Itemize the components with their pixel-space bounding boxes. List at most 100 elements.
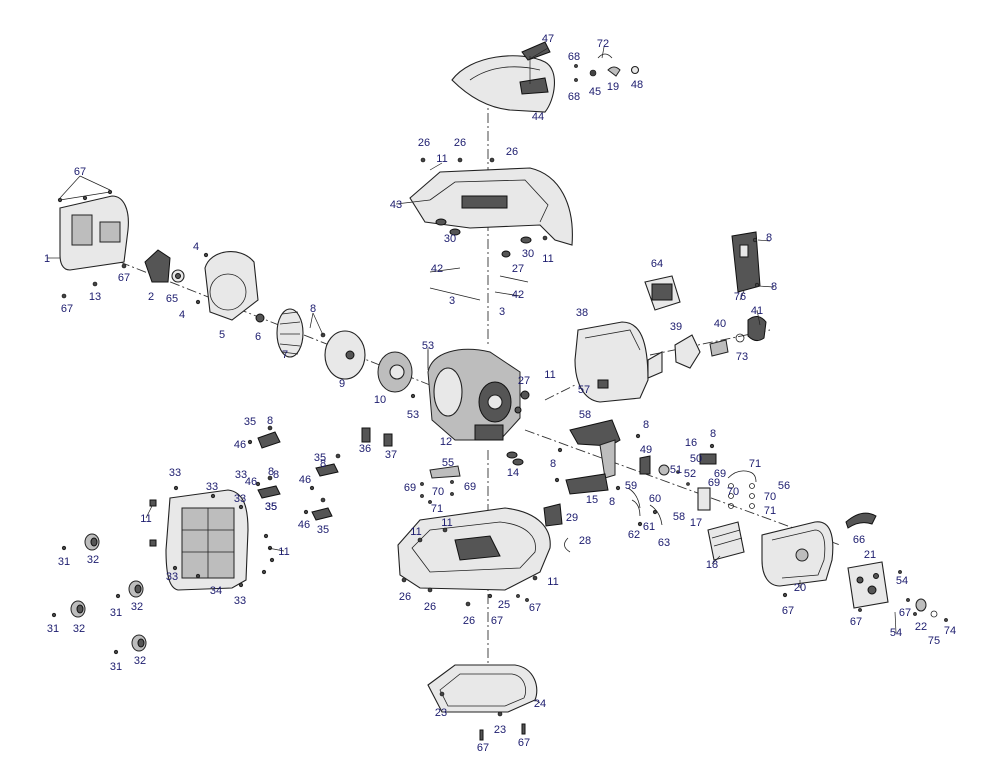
part-number-callout: 53 — [407, 409, 419, 421]
part-number-callout: 23 — [494, 724, 506, 736]
part-number-callout: 71 — [764, 505, 776, 517]
part-number-callout: 31 — [47, 623, 59, 635]
leader-line — [395, 199, 431, 205]
leader-line — [145, 505, 153, 519]
part-number-callout: 11 — [544, 369, 555, 381]
part-number-callout: 37 — [385, 449, 397, 461]
part-number-callout: 8 — [771, 281, 777, 293]
part-number-callout: 18 — [706, 559, 718, 571]
part-number-callout: 32 — [87, 554, 99, 566]
engine-group — [410, 348, 530, 466]
part-number-callout: 6 — [255, 331, 261, 343]
part-number-callout: 33 — [206, 481, 218, 493]
part-number-callout: 12 — [440, 436, 452, 448]
carburetor-group — [543, 419, 757, 561]
part-number-callout: 56 — [778, 480, 790, 492]
part-number-callout: 67 — [518, 737, 530, 749]
part-number-callout: 4 — [179, 309, 185, 321]
leader-line — [711, 555, 721, 565]
part-number-callout: 32 — [73, 623, 85, 635]
part-number-callout: 75 — [928, 635, 940, 647]
bottom-tray — [427, 664, 538, 713]
part-number-callout: 72 — [597, 38, 609, 50]
inverter — [707, 521, 745, 561]
part-number-callout: 34 — [210, 585, 222, 597]
part-number-callout: 53 — [422, 340, 434, 352]
part-number-callout: 8 — [609, 496, 615, 508]
part-number-callout: 29 — [566, 512, 578, 524]
part-number-callout: 21 — [864, 549, 876, 561]
air-filter — [709, 339, 729, 357]
part-number-callout: 67 — [899, 607, 911, 619]
assembly-axis-lines — [119, 95, 841, 690]
part-number-callout: 35 — [314, 452, 326, 464]
part-number-callout: 11 — [547, 576, 558, 588]
recoil-starter — [144, 249, 171, 283]
top-cover-group — [451, 41, 640, 113]
part-number-callout: 68 — [568, 51, 580, 63]
part-number-callout: 31 — [58, 556, 70, 568]
leader-line — [429, 162, 443, 171]
part-number-callout: 26 — [506, 146, 518, 158]
part-number-callout: 15 — [586, 494, 598, 506]
leader-line — [756, 309, 761, 326]
part-number-callout: 3 — [499, 306, 505, 318]
part-number-callout: 50 — [690, 453, 702, 465]
part-number-callout: 67 — [529, 602, 541, 614]
part-number-callout: 76 — [734, 291, 746, 303]
bracket-parts-group — [247, 425, 461, 521]
part-number-callout: 4 — [193, 241, 199, 253]
fuel-tank-group — [574, 231, 767, 403]
part-number-callout: 33 — [234, 493, 246, 505]
part-number-callout: 11 — [140, 513, 151, 525]
part-number-callout: 69 — [708, 477, 720, 489]
part-number-callout: 26 — [418, 137, 430, 149]
part-number-callout: 35 — [317, 524, 329, 536]
part-number-callout: 58 — [579, 409, 591, 421]
part-number-callout: 26 — [399, 591, 411, 603]
part-number-callout: 61 — [643, 521, 655, 533]
left-side-group — [57, 189, 413, 393]
fuel-tank — [574, 321, 649, 403]
part-number-callout: 11 — [542, 253, 553, 265]
feet-group — [51, 533, 147, 655]
part-number-callout: 23 — [435, 707, 447, 719]
part-number-callout: 31 — [110, 607, 122, 619]
part-number-callout: 67 — [850, 616, 862, 628]
part-number-callout: 10 — [374, 394, 386, 406]
air-filter-cover — [674, 334, 701, 369]
part-number-callout: 54 — [896, 575, 908, 587]
part-number-callout: 43 — [390, 199, 402, 211]
leader-line — [312, 312, 324, 336]
part-number-callout: 36 — [359, 443, 371, 455]
part-number-callout: 67 — [74, 166, 86, 178]
part-number-callout: 58 — [673, 511, 685, 523]
part-number-callout: 11 — [410, 526, 421, 538]
part-number-callout: 70 — [764, 491, 776, 503]
flywheel — [276, 308, 304, 358]
part-number-callout: 24 — [534, 698, 546, 710]
part-number-callout: 8 — [550, 458, 556, 470]
part-number-callout: 8 — [710, 428, 716, 440]
part-number-callout: 70 — [727, 486, 739, 498]
control-panel — [847, 561, 889, 609]
part-number-callout: 67 — [61, 303, 73, 315]
part-number-callout: 46 — [299, 474, 311, 486]
part-number-callout: 65 — [166, 293, 178, 305]
part-number-callout: 57 — [578, 384, 590, 396]
part-number-callout: 67 — [491, 615, 503, 627]
part-number-callout: 11 — [436, 153, 447, 165]
part-number-callout: 62 — [628, 529, 640, 541]
part-number-callout: 8 — [643, 419, 649, 431]
part-number-callout: 48 — [631, 79, 643, 91]
part-number-callout: 8 — [310, 303, 316, 315]
leader-line — [894, 611, 897, 634]
part-number-callout: 47 — [542, 33, 554, 45]
part-number-callout: 8 — [268, 466, 274, 478]
part-number-callout: 35 — [265, 501, 277, 513]
part-number-callout: 52 — [684, 468, 696, 480]
leader-line — [59, 175, 81, 199]
part-number-callout: 32 — [134, 655, 146, 667]
part-number-callout: 26 — [463, 615, 475, 627]
